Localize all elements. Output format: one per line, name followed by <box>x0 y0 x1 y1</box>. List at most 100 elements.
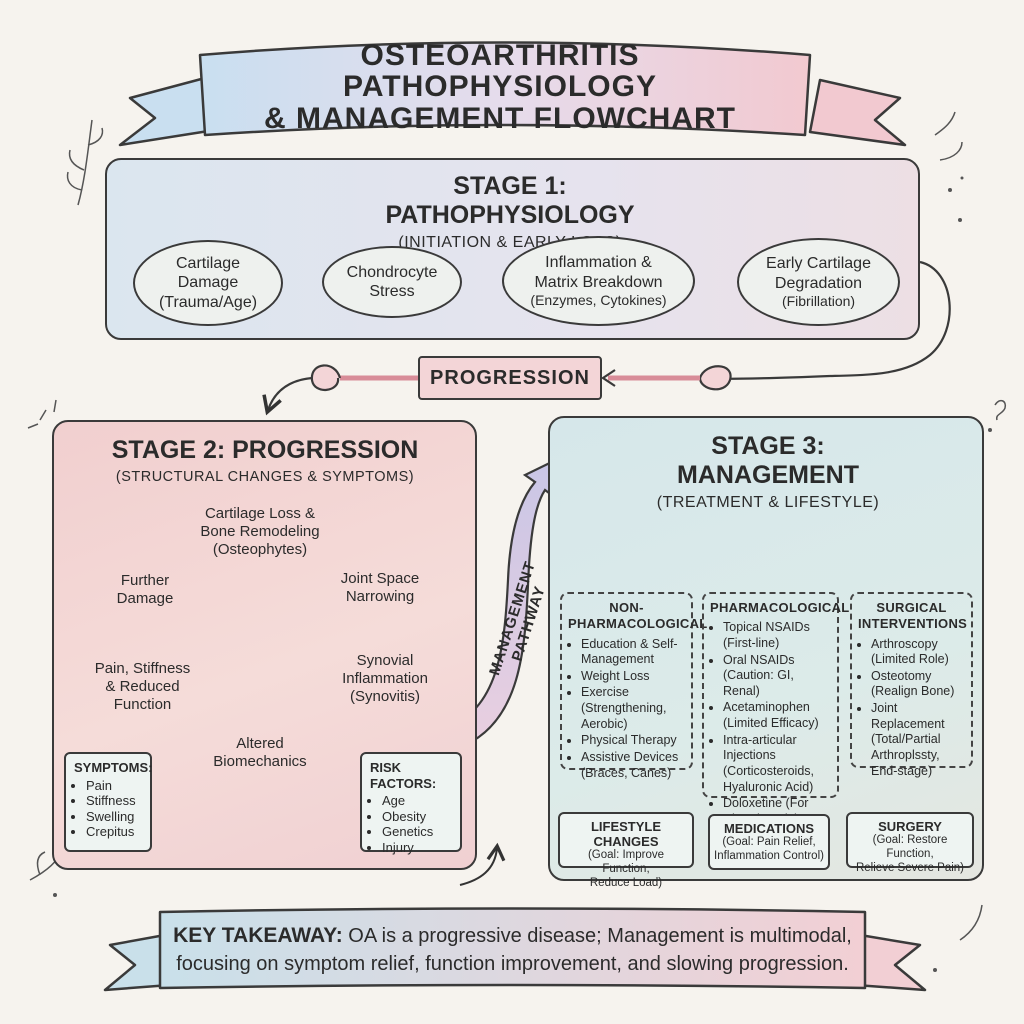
takeaway-line-1: KEY TAKEAWAY: OA is a progressive diseas… <box>173 922 852 950</box>
takeaway-text-1: OA is a progressive disease; Management … <box>348 925 852 948</box>
stage3-panel <box>548 416 984 881</box>
cycle-text: Inflammation <box>342 670 428 687</box>
progression-connector <box>262 260 951 416</box>
node-text: Damage <box>177 274 239 292</box>
outcome-goal: (Goal: Improve Function, <box>587 849 665 875</box>
heading-text: PHARMACOLOGICAL <box>568 616 708 632</box>
outcome-medications: MEDICATIONS (Goal: Pain Relief, Inflamma… <box>708 814 830 870</box>
cycle-synovial-inflammation: Synovial Inflammation (Synovitis) <box>320 652 450 706</box>
decorative-dots <box>53 176 992 972</box>
outcome-heading: SURGERY <box>878 819 942 834</box>
title-line-2: & MANAGEMENT FLOWCHART <box>264 101 736 135</box>
surgical-item: Joint Replacement (Total/Partial Arthrop… <box>871 701 965 779</box>
heading-text: INTERVENTIONS <box>858 616 968 632</box>
pharm-item: Topical NSAIDs (First-line) <box>723 620 831 651</box>
cycle-text: Altered <box>236 735 284 752</box>
progression-label: PROGRESSION <box>418 356 602 400</box>
outcome-heading: MEDICATIONS <box>723 821 815 836</box>
outcome-goal: (Goal: Pain Relief, <box>722 836 816 848</box>
symptom-item: Swelling <box>86 809 142 825</box>
node-text: Stress <box>369 283 415 300</box>
nonpharm-item: Assistive Devices (Braces, Canes) <box>581 750 685 781</box>
nonpharm-item: Weight Loss <box>581 669 685 685</box>
stage3-title: STAGE 3: MANAGEMENT <box>677 432 859 489</box>
node-text: Early Cartilage <box>766 255 871 273</box>
outcome-lifestyle-changes: LIFESTYLE CHANGES (Goal: Improve Functio… <box>558 812 694 889</box>
cycle-text: & Reduced <box>105 678 180 695</box>
stage2-title: STAGE 2: PROGRESSION <box>111 436 419 464</box>
decorative-sprig <box>27 111 1007 941</box>
pharm-heading: PHARMACOLOGICAL <box>710 600 850 615</box>
outcome-surgery: SURGERY (Goal: Restore Function, Relieve… <box>846 812 974 874</box>
cycle-cartilage-loss: Cartilage Loss & Bone Remodeling (Osteop… <box>180 505 340 559</box>
takeaway-text-2: focusing on symptom relief, function imp… <box>176 952 849 975</box>
page-title: OSTEOARTHRITIS PATHOPHYSIOLOGY & MANAGEM… <box>200 38 800 135</box>
pharm-item: Oral NSAIDs (Caution: GI, Renal) <box>723 653 831 700</box>
stage2-subtitle: (STRUCTURAL CHANGES & SYMPTOMS) <box>115 469 415 485</box>
symptom-item: Stiffness <box>86 793 142 809</box>
heading-text: SURGICAL <box>876 600 947 615</box>
node-text: Matrix Breakdown <box>534 273 663 291</box>
cycle-text: Further <box>120 572 170 589</box>
stage1-node-cartilage-damage: Cartilage Damage (Trauma/Age) <box>133 240 283 326</box>
risk-factors-box: RISK FACTORS: Age Obesity Genetics Injur… <box>360 752 462 855</box>
cycle-text: Joint Space <box>340 570 420 587</box>
node-text: (Fibrillation) <box>781 292 856 309</box>
key-takeaway: KEY TAKEAWAY: OA is a progressive diseas… <box>160 912 865 988</box>
stage1-node-chondrocyte-stress: Chondrocyte Stress <box>322 246 462 318</box>
outcome-goal: Inflammation Control) <box>714 849 824 862</box>
symptom-item: Pain <box>86 778 142 794</box>
cycle-joint-space-narrowing: Joint Space Narrowing <box>320 570 440 606</box>
node-text: Cartilage <box>175 255 241 273</box>
cycle-text: Narrowing <box>345 588 415 605</box>
cycle-altered-biomechanics: Altered Biomechanics <box>195 735 325 771</box>
cycle-text: Synovial <box>356 652 414 669</box>
symptom-item: Crepitus <box>86 824 142 840</box>
cycle-text: Damage <box>116 590 174 607</box>
cycle-text: Pain, Stiffness <box>94 660 191 677</box>
symptoms-box: SYMPTOMS: Pain Stiffness Swelling Crepit… <box>64 752 153 852</box>
stage1-node-inflammation: Inflammation & Matrix Breakdown (Enzymes… <box>502 236 695 326</box>
node-text: Chondrocyte <box>346 263 438 281</box>
risk-factor-item: Obesity <box>382 809 452 825</box>
outcome-heading: LIFESTYLE CHANGES <box>590 819 662 849</box>
cycle-pain-stiffness: Pain, Stiffness & Reduced Function <box>80 660 205 714</box>
risk-factor-item: Injury <box>382 840 452 856</box>
cycle-text: Function <box>113 696 172 713</box>
cycle-text: (Osteophytes) <box>212 541 308 558</box>
stage3-heading: STAGE 3: MANAGEMENT (TREATMENT & LIFESTY… <box>618 432 918 512</box>
symptoms-heading: SYMPTOMS: <box>74 760 153 775</box>
node-text: Degradation <box>774 274 863 292</box>
cycle-further-damage: Further Damage <box>95 572 195 608</box>
surgical-box: SURGICAL INTERVENTIONS Arthroscopy (Limi… <box>850 592 973 778</box>
stage2-heading: STAGE 2: PROGRESSION (STRUCTURAL CHANGES… <box>100 436 430 485</box>
cycle-text: (Synovitis) <box>349 688 420 705</box>
node-text: (Trauma/Age) <box>158 293 258 311</box>
heading-text: NON- <box>609 600 644 615</box>
outcome-goal: (Goal: Restore Function, <box>872 834 948 860</box>
surgical-heading: SURGICAL INTERVENTIONS <box>858 600 968 633</box>
deco-curve-arrow <box>459 842 506 886</box>
node-text: (Enzymes, Cytokines) <box>530 291 667 308</box>
outcome-goal: Reduce Load) <box>589 876 663 889</box>
stage1-node-early-degradation: Early Cartilage Degradation (Fibrillatio… <box>737 238 900 326</box>
nonpharm-heading: NON- PHARMACOLOGICAL <box>568 600 707 633</box>
title-line-1: OSTEOARTHRITIS PATHOPHYSIOLOGY <box>343 38 657 104</box>
cycle-text: Bone Remodeling <box>200 523 320 540</box>
cycle-text: Cartilage Loss & <box>204 505 316 522</box>
takeaway-banner <box>103 907 927 992</box>
risk-factor-item: Genetics <box>382 824 452 840</box>
nonpharm-box: NON- PHARMACOLOGICAL Education & Self-Ma… <box>560 592 707 780</box>
pharm-item: Intra-articular Injections (Corticostero… <box>723 733 831 796</box>
stage1-title: STAGE 1: PATHOPHYSIOLOGY <box>385 172 635 229</box>
cycle-text: Biomechanics <box>213 753 307 770</box>
takeaway-label: KEY TAKEAWAY: <box>173 924 343 948</box>
outcome-goal: Relieve Severe Pain) <box>855 861 965 874</box>
risk-factors-heading: RISK FACTORS: <box>370 760 437 791</box>
node-text: Inflammation & <box>545 254 652 272</box>
nonpharm-item: Exercise (Strengthening, Aerobic) <box>581 685 685 732</box>
stage3-subtitle: (TREATMENT & LIFESTYLE) <box>656 494 880 511</box>
risk-factor-item: Age <box>382 793 452 809</box>
pharm-item: Acetaminophen (Limited Efficacy) <box>723 700 831 731</box>
surgical-item: Osteotomy (Realign Bone) <box>871 669 965 700</box>
